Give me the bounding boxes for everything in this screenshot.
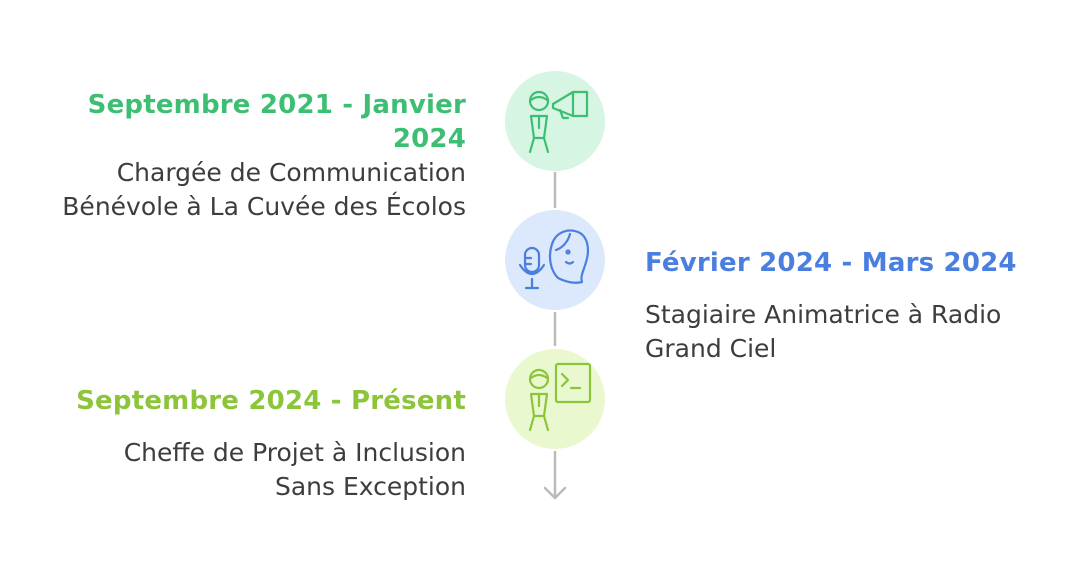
entry-date: Septembre 2024 - Présent (76, 386, 466, 416)
person-megaphone-icon (528, 90, 589, 154)
milestone-circle-1 (505, 71, 605, 171)
entry-description: Chargée de Communication Bénévole à La C… (62, 158, 466, 221)
person-terminal-icon (528, 362, 592, 432)
timeline-entry-2: Février 2024 - Mars 2024 Stagiaire Anima… (645, 246, 1055, 366)
entry-date: Septembre 2021 - Janvier 2024 (87, 90, 466, 154)
timeline-end-arrow (543, 450, 567, 500)
timeline-entry-1: Septembre 2021 - Janvier 2024 Chargée de… (56, 88, 466, 224)
entry-description: Stagiaire Animatrice à Radio Grand Ciel (645, 300, 1002, 363)
milestone-circle-2 (505, 210, 605, 310)
timeline-entry-3: Septembre 2024 - Présent Cheffe de Proje… (56, 384, 466, 504)
entry-description: Cheffe de Projet à Inclusion Sans Except… (123, 438, 466, 501)
entry-date: Février 2024 - Mars 2024 (645, 248, 1017, 278)
woman-microphone-icon (518, 229, 589, 290)
